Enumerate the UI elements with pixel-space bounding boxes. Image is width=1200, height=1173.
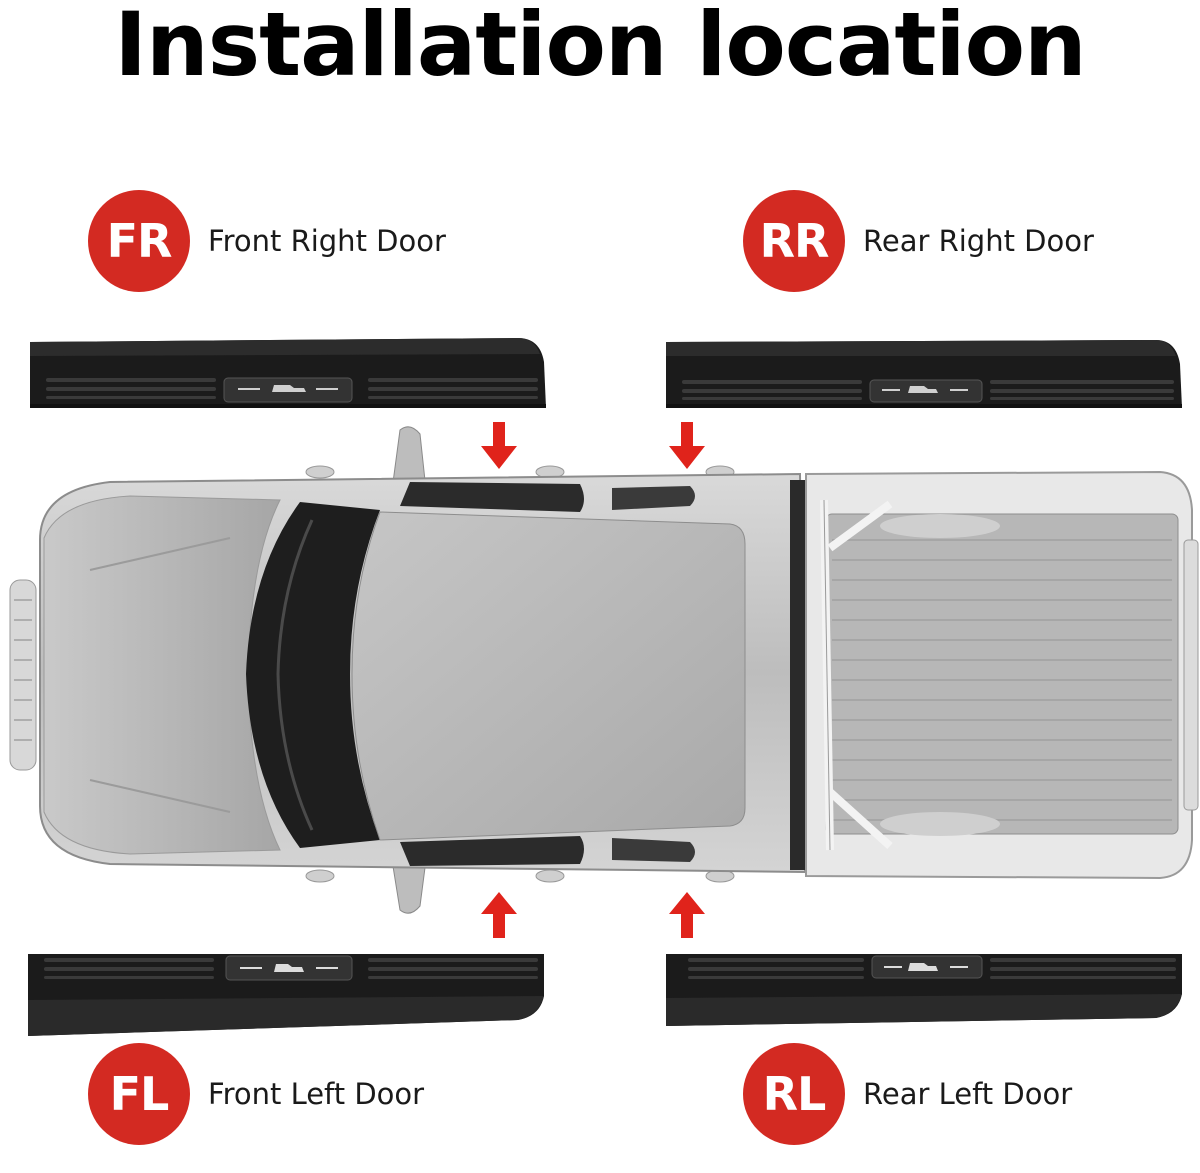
badge-rl: RL xyxy=(743,1043,845,1145)
sill-plate-front-left xyxy=(28,954,544,1036)
sill-plate-rear-left xyxy=(666,954,1182,1026)
badge-fl: FL xyxy=(88,1043,190,1145)
sill-plate-rear-right xyxy=(666,340,1182,408)
pickup-truck-top-view-illustration xyxy=(9,426,1199,914)
badge-rr: RR xyxy=(743,190,845,292)
badge-fr: FR xyxy=(88,190,190,292)
badge-row-fr: FR Front Right Door xyxy=(88,190,446,292)
badge-label-fr: Front Right Door xyxy=(208,224,446,258)
arrow-up-front-left-icon xyxy=(481,892,517,938)
badge-label-rr: Rear Right Door xyxy=(863,224,1094,258)
sill-plate-front-right xyxy=(30,338,546,408)
badge-row-rr: RR Rear Right Door xyxy=(743,190,1094,292)
arrow-up-rear-left-icon xyxy=(669,892,705,938)
badge-label-fl: Front Left Door xyxy=(208,1077,425,1111)
badge-row-fl: FL Front Left Door xyxy=(88,1043,424,1145)
arrow-down-front-right-icon xyxy=(481,422,517,469)
arrow-down-rear-right-icon xyxy=(669,422,705,469)
badge-row-rl: RL Rear Left Door xyxy=(743,1043,1072,1145)
badge-label-rl: Rear Left Door xyxy=(863,1077,1073,1111)
page-title: Installation location xyxy=(114,0,1086,96)
